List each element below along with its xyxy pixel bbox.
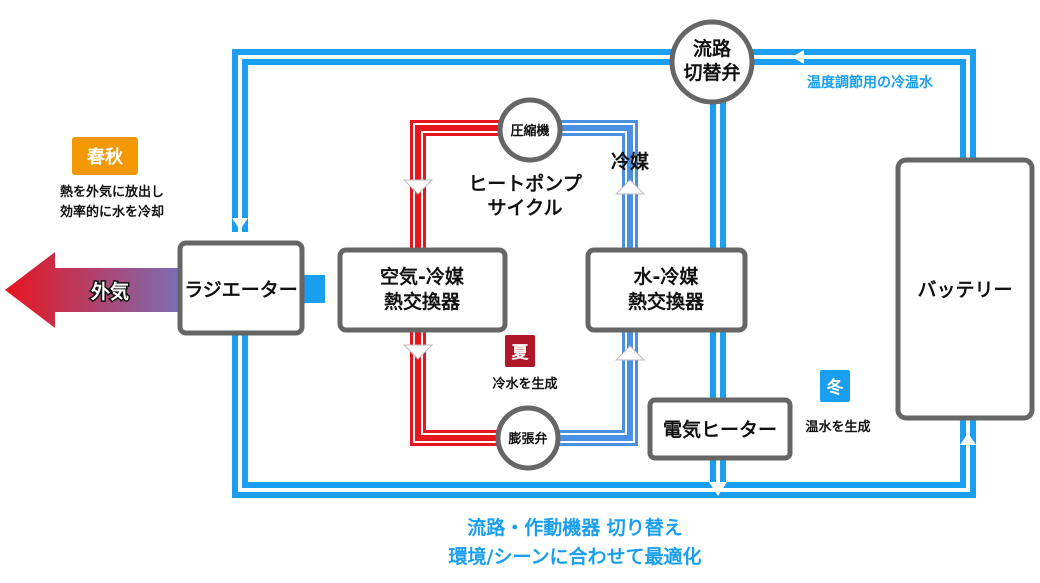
footer-line: 流路・作動機器 切り替え [467, 516, 683, 539]
water-heat-exchanger-box: 水-冷媒 熱交換器 [585, 247, 748, 333]
flow-up-icon [614, 345, 646, 361]
summer-note: 夏 冷水を生成 [492, 335, 558, 392]
arrow-down-icon [709, 482, 727, 496]
winter-note: 冬 温水を生成 [805, 370, 871, 435]
compressor: 圧縮機 [497, 97, 563, 163]
spring-autumn-badge: 春秋 [87, 146, 124, 168]
radiator-connector [303, 275, 325, 303]
arrow-up-icon [960, 433, 976, 445]
flow-down-icon [402, 344, 434, 360]
outside-air-arrow: 外気 [5, 252, 182, 328]
refrigerant-label: 冷媒 [611, 150, 650, 173]
flow-switch-valve: 流路 切替弁 [669, 19, 755, 105]
spring-autumn-note: 春秋 熱を外気に放出し 効率的に水を冷却 [60, 137, 164, 220]
season-text: 熱を外気に放出し [60, 184, 164, 200]
footer-line: 環境/シーンに合わせて最適化 [449, 545, 702, 568]
air-heat-exchanger-box: 空気-冷媒 熱交換器 [337, 247, 508, 333]
battery-box: バッテリー [895, 157, 1035, 421]
water-hx-label: 水-冷媒 [634, 265, 700, 288]
air-hx-label: 熱交換器 [384, 290, 461, 313]
valve-label: 流路 [693, 37, 732, 60]
heat-pump-label: ヒートポンプ [468, 172, 582, 195]
expansion-valve-label: 膨張弁 [507, 431, 547, 447]
season-text: 温水を生成 [805, 419, 870, 435]
heat-pump-label: サイクル [487, 197, 562, 219]
winter-badge: 冬 [827, 377, 844, 398]
valve-label: 切替弁 [683, 61, 740, 84]
arrow-left-icon [792, 50, 804, 64]
water-hx-label: 熱交換器 [628, 290, 705, 313]
coolant-label: 温度調節用の冷温水 [807, 74, 934, 91]
outside-air-label: 外気 [91, 280, 129, 303]
radiator-box: ラジエーター [177, 240, 305, 336]
water-loop [232, 49, 976, 498]
expansion-valve: 膨張弁 [495, 405, 561, 471]
radiator-label: ラジエーター [184, 279, 298, 301]
compressor-label: 圧縮機 [510, 123, 549, 139]
flow-up-icon [614, 179, 646, 195]
season-text: 冷水を生成 [492, 376, 557, 392]
flow-down-icon [402, 179, 434, 195]
air-hx-label: 空気-冷媒 [380, 265, 465, 288]
summer-badge: 夏 [512, 343, 530, 363]
heater-label: 電気ヒーター [663, 418, 777, 441]
electric-heater-box: 電気ヒーター [647, 397, 793, 461]
season-text: 効率的に水を冷却 [60, 204, 164, 220]
battery-label: バッテリー [917, 279, 1012, 301]
arrow-down-icon [232, 218, 248, 230]
